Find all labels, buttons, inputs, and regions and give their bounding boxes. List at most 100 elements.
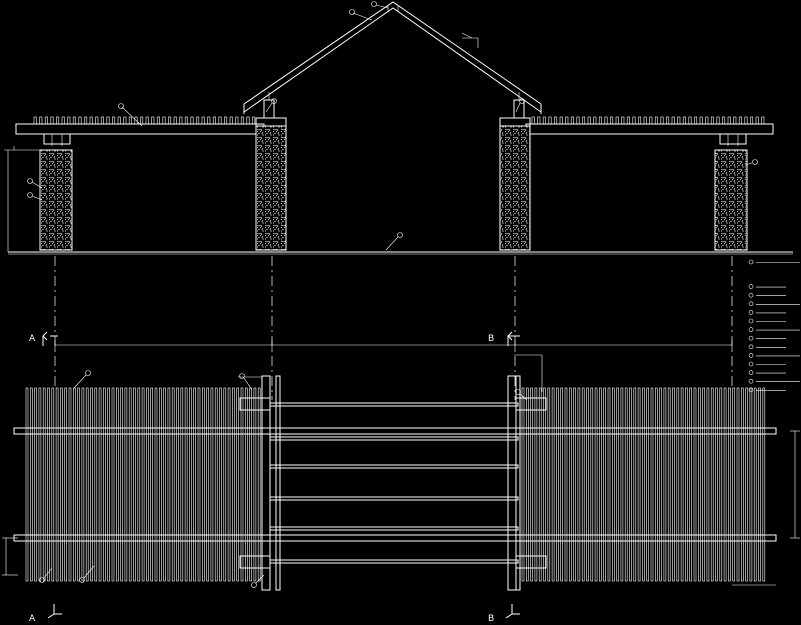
rafter-end [179,116,183,125]
rafter-slat [616,387,619,582]
rafter-slat [753,387,757,582]
rafter-slats-left [25,387,261,582]
rafter-slat [715,387,718,582]
rafter-end [39,116,43,125]
post-cap [719,133,747,145]
rafter-slat [624,387,628,582]
post-cap [43,133,71,145]
plan-center-frames [239,375,547,591]
rafter-slat [581,387,585,582]
rafter-end [212,116,216,125]
rafter-end [654,116,658,125]
rafter-slat [85,387,89,582]
rafter-slat [90,387,93,582]
rafter-slat [672,387,675,582]
rafter-end [598,116,602,125]
rafter-end [240,116,244,125]
rafter-end [688,116,692,125]
note-bullet [748,310,754,315]
rafter-end [705,116,709,125]
rafter-end [67,116,71,125]
rafter-end [218,116,222,125]
rafter-end [593,116,597,125]
note-bullet [748,327,754,332]
rafter-end [123,116,127,125]
rafter-slat [124,387,128,582]
rafter-slat [719,387,723,582]
rafter-end [666,116,670,125]
rafter-slat [667,387,671,582]
rafter-end [78,116,82,125]
rafter-slat [702,387,705,582]
rafter-end [33,116,37,125]
rafter-slat [42,387,46,582]
rafter-slat [55,387,59,582]
rafter-slat [111,387,115,582]
height-dimension [4,146,40,252]
rafter-end [750,116,754,125]
notes-legend [748,259,800,393]
section-a-label: A [29,614,36,624]
rafter-slat [197,387,201,582]
rafter-end [173,116,177,125]
rafter-slat [685,387,688,582]
rafter-slat [232,387,235,582]
rafter-end [710,116,714,125]
rafter-slat [150,387,153,582]
rafter-slat [758,387,761,582]
rafter-end [190,116,194,125]
rafter-slat [586,387,589,582]
callouts-elevation [27,1,758,251]
note-bullet [748,344,754,350]
section-marker-a-top: A [29,331,58,346]
plan-view [2,370,800,591]
rafter-slat [253,387,257,582]
rafter-slat [577,387,581,582]
rafter-end [44,116,48,125]
rafter-slat [706,387,710,582]
rafter-end [542,116,546,125]
rafter-end [632,116,636,125]
rafter-end [677,116,681,125]
rafter-slat [590,387,594,582]
rafter-slat [551,387,555,582]
rafter-slat [189,387,192,582]
rafter-end [576,116,580,125]
rafter-slat [236,387,239,582]
rafter-slat [547,387,551,582]
rafter-slat [249,387,252,582]
rafter-slat [133,387,136,582]
rafter-end [224,116,228,125]
rafter-slat [749,387,753,582]
rafter-slat [650,387,654,582]
rafter-slat [180,387,184,582]
rafter-slat [163,387,166,582]
rafter-slat [603,387,607,582]
rafter-slat [219,387,222,582]
rafter-slat [103,387,106,582]
rafter-slat [534,387,538,582]
rafter-end [582,116,586,125]
plan-left-dimension [2,537,18,576]
rafter-end [565,116,569,125]
section-marker-b-top: B [488,331,520,346]
rafter-slat [710,387,714,582]
rafter-end [722,116,726,125]
rafter-slat [146,387,149,582]
stone-column [255,125,287,251]
rafter-slat [573,387,576,582]
rafter-end [168,116,172,125]
rafter-slat [599,387,602,582]
rafter-slat [642,387,645,582]
rafter-end [140,116,144,125]
rafter-end [537,116,541,125]
rafter-slat [214,387,218,582]
note-bullet [748,378,754,384]
rafter-slat [193,387,196,582]
rafter-slat [206,387,209,582]
gable-roof [243,1,542,114]
rafter-slat [560,387,564,582]
rafter-slat [141,387,145,582]
